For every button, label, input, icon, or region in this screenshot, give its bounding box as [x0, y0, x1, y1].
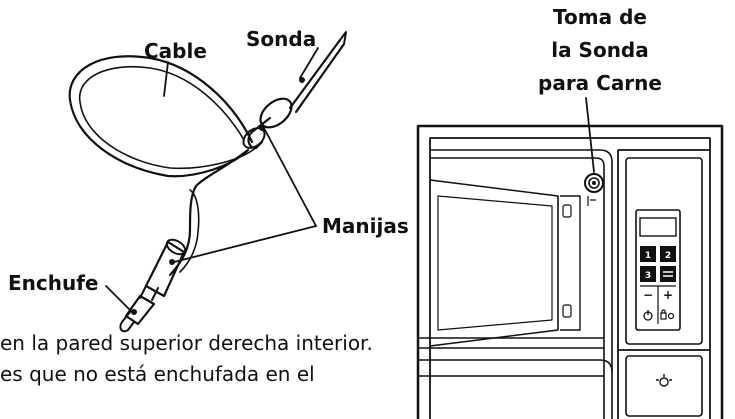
label-sonda: Sonda	[246, 27, 316, 51]
probe-handle-lower	[139, 238, 187, 301]
power-icon	[643, 310, 653, 321]
leader-toma	[585, 97, 595, 173]
probe-assembly	[68, 31, 595, 333]
probe-handle-upper	[242, 97, 293, 150]
probe-spike	[288, 31, 347, 114]
key-1-button[interactable]	[640, 246, 656, 262]
minus-label: −	[643, 288, 653, 302]
label-toma-line2: la Sonda	[551, 38, 649, 62]
body-text-line2: es que no está enchufada en el	[0, 362, 315, 386]
label-cable: Cable	[144, 39, 207, 63]
key-menu-button[interactable]	[660, 266, 676, 282]
menu-icon	[663, 271, 673, 277]
probe-socket	[584, 173, 604, 193]
light-icon	[656, 374, 672, 387]
label-manijas: Manijas	[322, 214, 409, 238]
leader-lines	[105, 47, 595, 313]
body-text-line1: en la pared superior derecha interior.	[0, 331, 373, 355]
control-panel: 1 2 3 − +	[635, 209, 681, 387]
leader-cable	[163, 61, 169, 97]
key-2-label: 2	[665, 251, 671, 261]
key-1-label: 1	[645, 251, 651, 261]
probe-plug	[119, 294, 156, 333]
label-toma-line1: Toma de	[553, 5, 647, 29]
key-2-button[interactable]	[660, 246, 676, 262]
leader-sonda	[299, 47, 319, 79]
leader-manija-lower	[173, 225, 317, 263]
probe-cable	[68, 55, 259, 277]
key-3-button[interactable]	[640, 266, 656, 282]
key-3-label: 3	[645, 271, 651, 281]
lock-icon	[660, 309, 675, 320]
label-enchufe: Enchufe	[8, 271, 99, 295]
display-window	[639, 217, 677, 237]
leader-enchufe	[105, 285, 133, 313]
label-toma-line3: para Carne	[538, 71, 662, 95]
plus-label: +	[663, 288, 673, 302]
leader-manija-upper	[263, 127, 317, 227]
oven-front	[416, 124, 724, 419]
